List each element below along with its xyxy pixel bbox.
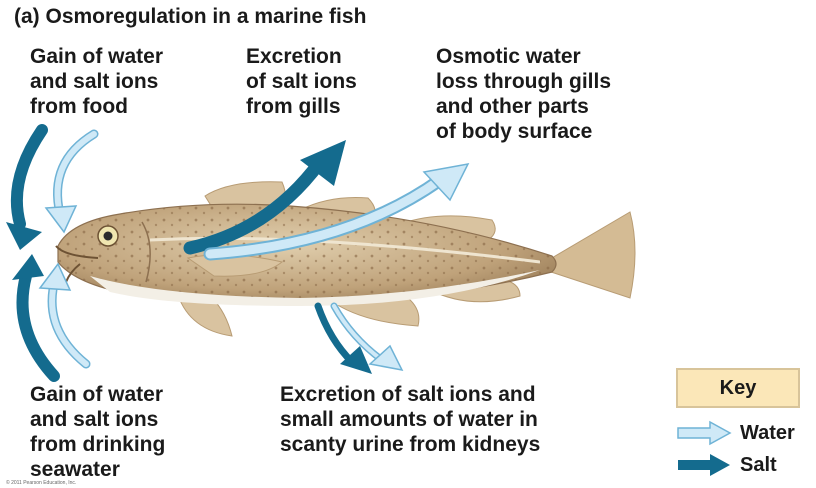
salt-arrow-food (17, 130, 42, 224)
fish-tail (545, 212, 635, 298)
fish (56, 182, 635, 336)
key-water-row: Water (676, 420, 795, 446)
diagram-title: (a) Osmoregulation in a marine fish (14, 4, 366, 29)
label-gain-drinking: Gain of water and salt ions from drinkin… (30, 382, 165, 482)
salt-arrow-icon (676, 452, 732, 478)
key-salt-label: Salt (740, 454, 777, 477)
water-arrow-icon (676, 420, 732, 446)
key-title: Key (720, 377, 757, 400)
key-box: Key (676, 368, 800, 408)
key-water-label: Water (740, 422, 795, 445)
label-gain-food: Gain of water and salt ions from food (30, 44, 163, 119)
label-osmotic-loss: Osmotic water loss through gills and oth… (436, 44, 611, 144)
label-excretion-urine: Excretion of salt ions and small amounts… (280, 382, 540, 457)
label-excretion-gills: Excretion of salt ions from gills (246, 44, 357, 119)
copyright-notice: © 2011 Pearson Education, Inc. (6, 480, 76, 486)
key-salt-row: Salt (676, 452, 777, 478)
